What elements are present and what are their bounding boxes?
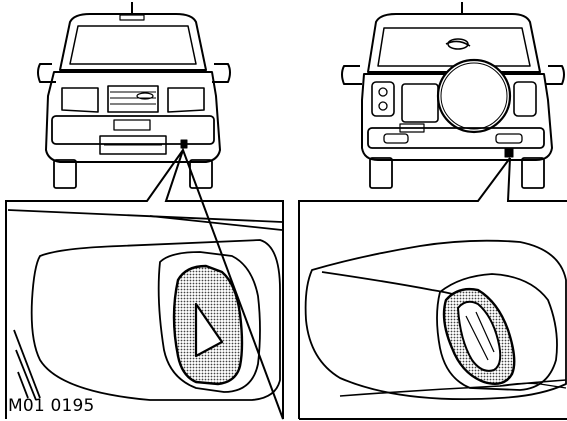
rear-detail-callout-frame [298, 157, 567, 420]
figure-reference-code: M01 0195 [8, 396, 95, 416]
rear-bumper-detail [304, 239, 567, 400]
rear-view-vehicle [341, 2, 565, 189]
front-view-vehicle [37, 2, 231, 189]
front-bumper-detail [7, 209, 283, 401]
front-detail-callout-frame [5, 146, 284, 420]
